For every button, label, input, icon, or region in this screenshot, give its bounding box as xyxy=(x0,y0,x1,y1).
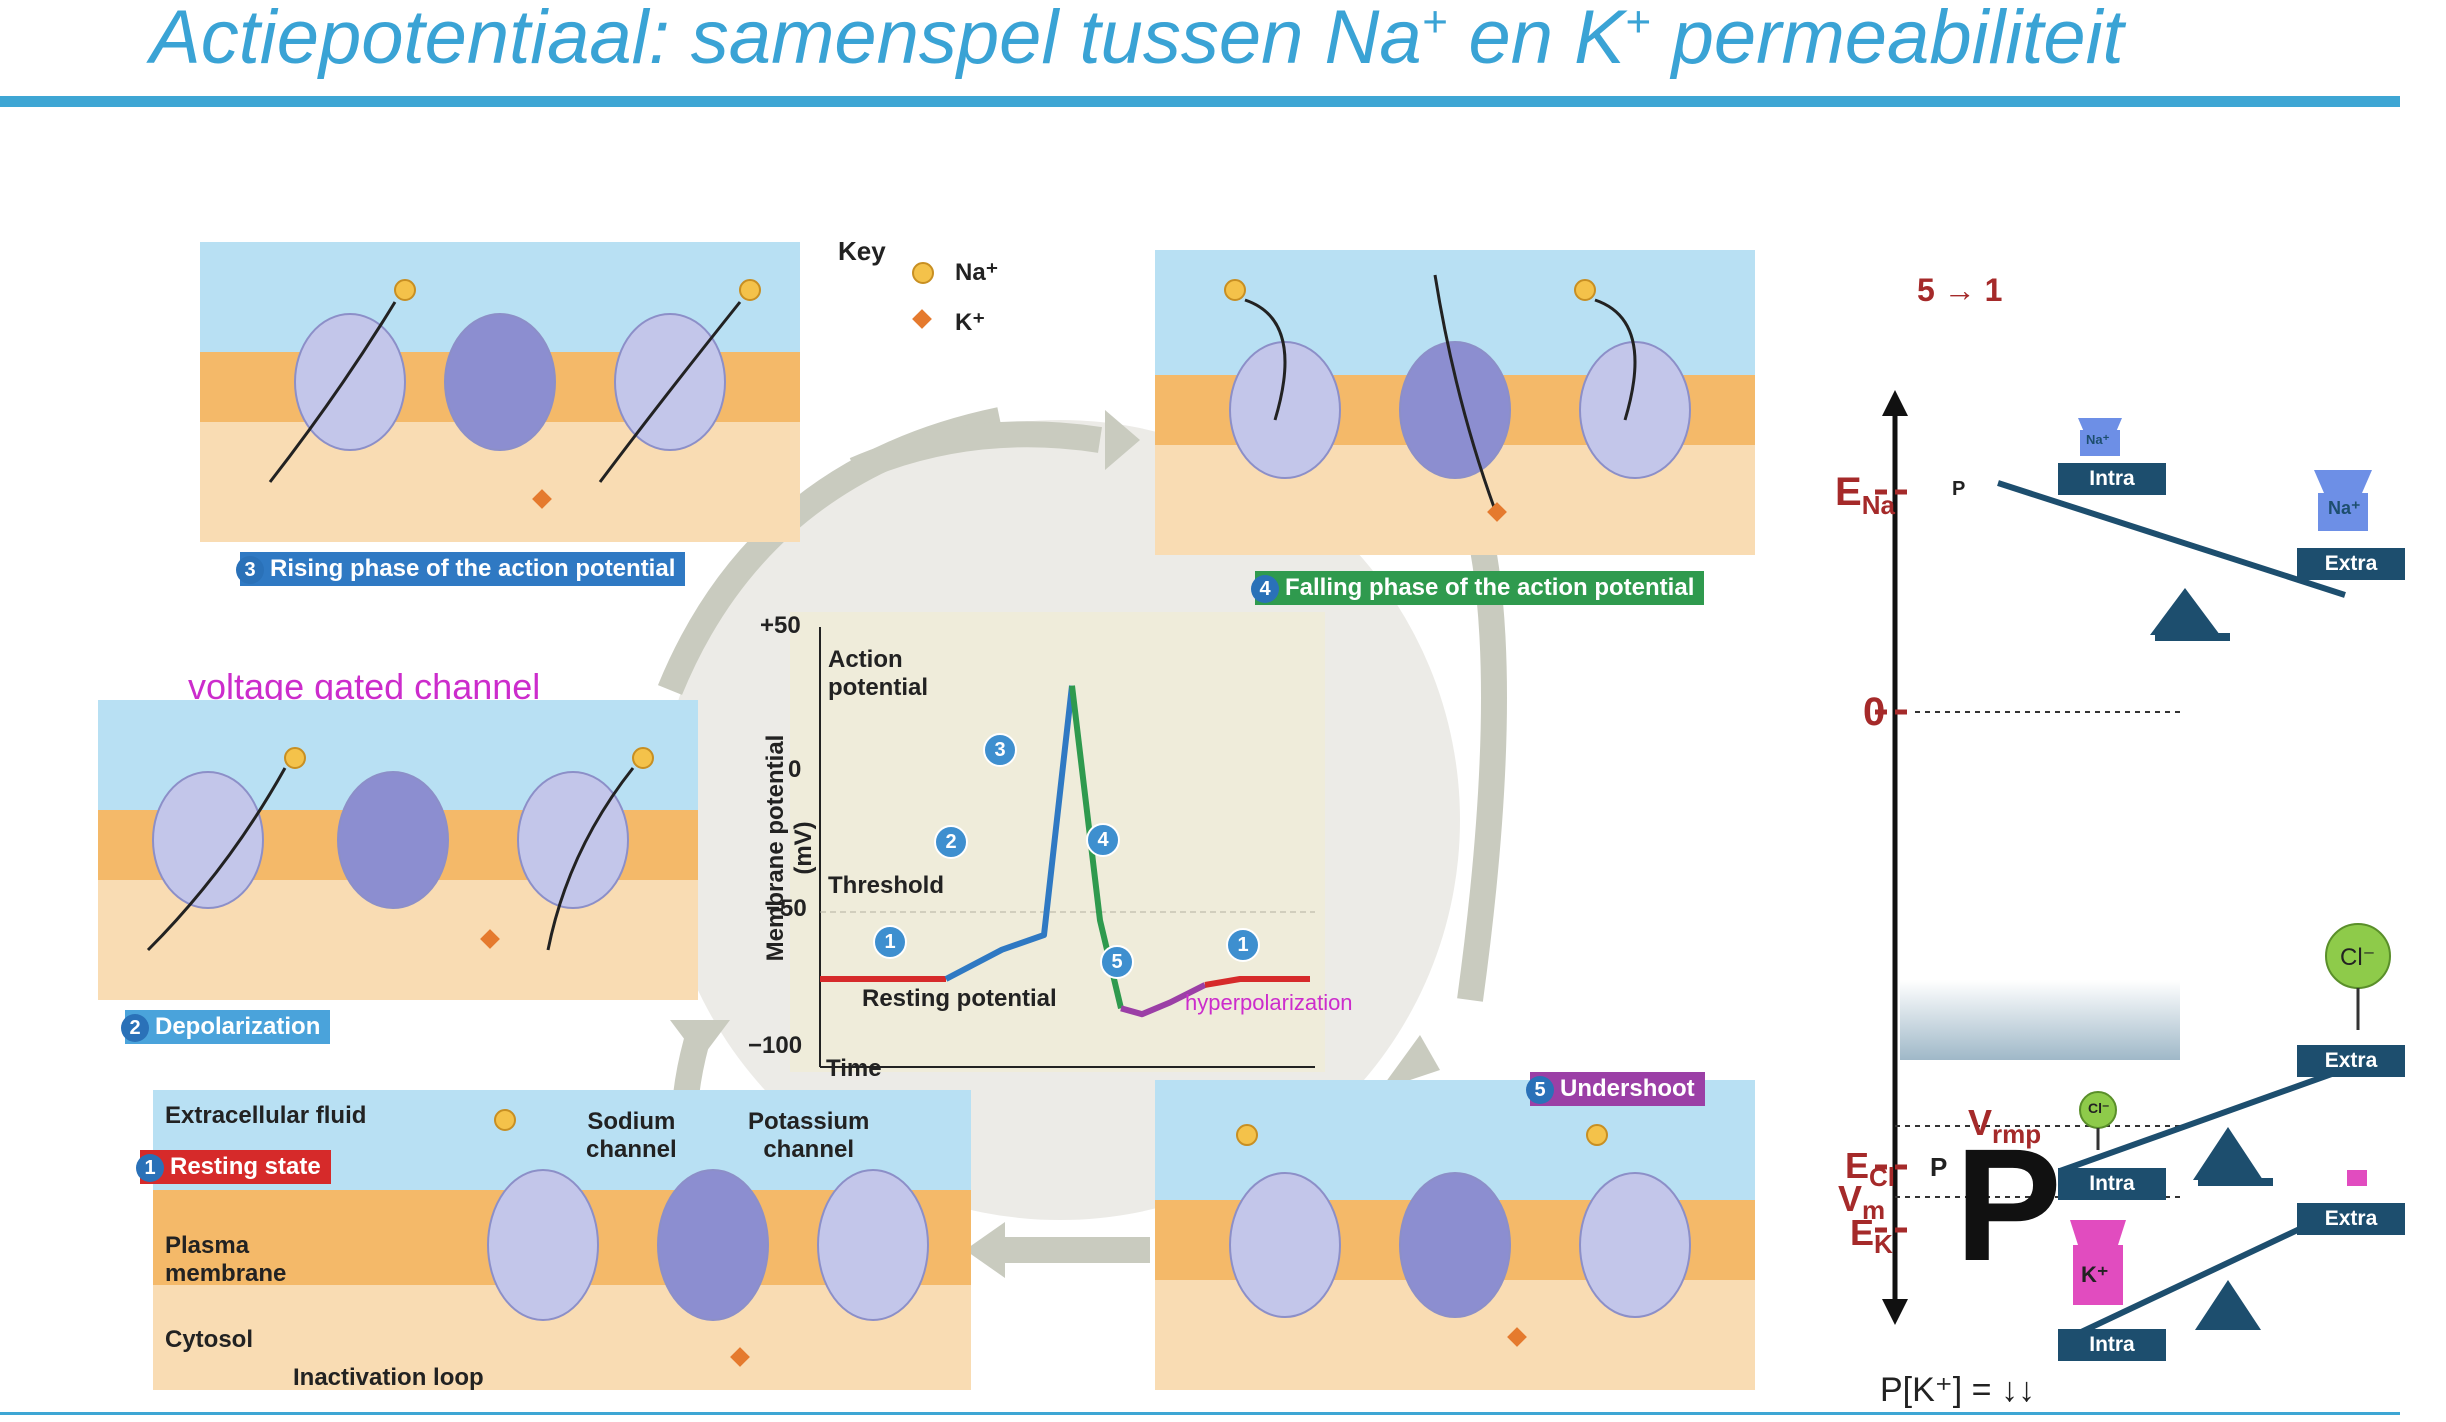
e-cl-label: ECl xyxy=(1845,1145,1896,1193)
fade-band xyxy=(1900,980,2180,1060)
e-k-label: EK xyxy=(1850,1212,1893,1260)
na-intra-box: Intra xyxy=(2058,463,2166,495)
hyperpolarization-annotation: hyperpolarization xyxy=(1185,990,1353,1015)
title-rule xyxy=(0,96,2400,107)
inactivation-loop-label: Inactivation loop xyxy=(293,1364,484,1390)
permeability-formula: P[K⁺] = ↓↓ xyxy=(1880,1371,2035,1409)
na-intra-tag: Na⁺ xyxy=(2086,432,2110,447)
v-m-label: Vm xyxy=(1838,1178,1886,1226)
action-potential-annotation: Action potential xyxy=(828,646,928,701)
graph-marker-3: 3 xyxy=(983,733,1017,767)
sodium-channel-label: Sodium channel xyxy=(586,1108,677,1163)
depolarization-channels xyxy=(146,747,654,952)
rising-segment xyxy=(944,685,1075,982)
extracellular-label: Extracellular fluid xyxy=(165,1102,367,1129)
ap-graph-background xyxy=(790,612,1325,1072)
na-ion-icon xyxy=(912,262,934,284)
key-title: Key xyxy=(838,236,886,266)
na-extra-box: Extra xyxy=(2297,548,2405,580)
graph-marker-4: 4 xyxy=(1086,823,1120,857)
k-intra-box: Intra xyxy=(2058,1329,2166,1361)
graph-marker-1: 1 xyxy=(873,925,907,959)
graph-xlabel: Time xyxy=(826,1055,882,1082)
return-resting-segment xyxy=(1204,976,1310,988)
k-intra-tag: K⁺ xyxy=(2081,1262,2109,1287)
panel-falling-phase xyxy=(1155,250,1755,555)
threshold-annotation: Threshold xyxy=(828,872,945,899)
resting-potential-annotation: Resting potential xyxy=(862,985,1057,1012)
key-na-label: Na⁺ xyxy=(955,259,999,286)
e-na-label: ENa xyxy=(1835,470,1895,520)
cl-p-marker: P xyxy=(1930,1152,1948,1182)
balance-diagram xyxy=(1875,390,2391,1330)
na-fulcrum xyxy=(2150,588,2220,635)
panel-undershoot xyxy=(1155,1080,1755,1390)
key-k-label: K⁺ xyxy=(955,309,985,336)
cl-extra-tag: Cl⁻ xyxy=(2340,944,2376,971)
k-fulcrum xyxy=(2194,1280,2262,1330)
cytosol-label: Cytosol xyxy=(165,1326,254,1353)
action-potential-plot xyxy=(819,627,1315,1068)
v-rmp-label: Vrmp xyxy=(1968,1102,2042,1150)
falling-phase-channels xyxy=(1224,274,1691,522)
bottom-rule xyxy=(0,1412,2400,1415)
ytick-minus50: −50 xyxy=(766,895,807,922)
step-label: 5 → 1 xyxy=(1917,272,2003,308)
voltage-axis-arrow-top xyxy=(1882,390,1908,416)
cl-fulcrum xyxy=(2193,1127,2263,1180)
ytick-0: 0 xyxy=(788,756,802,783)
cl-beam xyxy=(2058,1068,2342,1174)
panel-depolarization xyxy=(98,700,698,1000)
plasma-membrane-label: Plasma membrane xyxy=(165,1232,287,1287)
k-beam xyxy=(2078,1207,2342,1330)
graph-marker-1b: 1 xyxy=(1226,928,1260,962)
slide-title: Actiepotentiaal: samenspel tussen Na+ en… xyxy=(150,0,2124,80)
ytick-minus100: −100 xyxy=(748,1032,803,1059)
graph-marker-2: 2 xyxy=(934,825,968,859)
undershoot-channels xyxy=(1229,1124,1691,1347)
cl-intra-tag: Cl⁻ xyxy=(2088,1100,2110,1116)
na-beam xyxy=(1997,480,2346,598)
na-p-marker: P xyxy=(1952,478,1966,500)
potassium-channel-label: Potassium channel xyxy=(748,1108,870,1163)
graph-marker-5: 5 xyxy=(1100,945,1134,979)
panel-rising-phase xyxy=(200,242,800,542)
zero-label: 0 xyxy=(1863,690,1886,734)
cl-intra-box: Intra xyxy=(2058,1168,2166,1200)
big-p-marker: P xyxy=(1955,1115,2062,1294)
k-extra-box: Extra xyxy=(2297,1203,2405,1235)
resting-state-channels xyxy=(487,1109,929,1367)
falling-segment xyxy=(1069,685,1124,1009)
undershoot-segment xyxy=(1120,982,1207,1018)
voltage-axis-arrow-bottom xyxy=(1882,1299,1908,1325)
ytick-plus50: +50 xyxy=(760,612,801,639)
rising-phase-channels xyxy=(268,279,761,509)
panel-resting-state: Extracellular fluid Plasma membrane Cyto… xyxy=(153,1090,971,1390)
cl-extra-box: Extra xyxy=(2297,1045,2405,1077)
na-extra-tag: Na⁺ xyxy=(2328,498,2361,518)
